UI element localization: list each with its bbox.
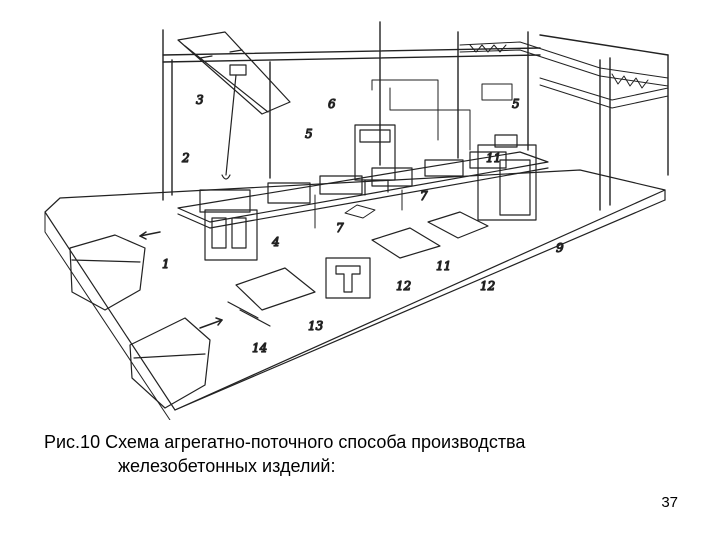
hanger-pipes — [314, 79, 471, 229]
conveyor-line — [177, 151, 549, 229]
callout-5b: 5 — [512, 97, 520, 111]
overhead-crane — [177, 31, 291, 180]
caption-line-2: железобетонных изделий: — [118, 456, 336, 476]
callout-3: 3 — [196, 93, 204, 107]
concrete-placer — [354, 124, 396, 196]
forming-machine — [477, 134, 537, 221]
callout-6: 6 — [328, 97, 336, 111]
roof-trusses — [459, 41, 669, 109]
callout-11: 11 — [436, 259, 451, 273]
callout-13: 13 — [308, 319, 324, 333]
callout-labels: 1 2 3 4 5 5 6 7 7 9 11 11 12 12 13 14 — [161, 92, 564, 355]
transport-carts — [69, 234, 211, 409]
callout-9: 9 — [556, 241, 564, 255]
wash-post — [204, 209, 258, 261]
moulds-lower-line — [227, 211, 489, 327]
caption-line-1: Рис.10 Схема агрегатно-поточного способа… — [44, 432, 526, 452]
production-scheme-drawing: 1 2 3 4 5 5 6 7 7 9 11 11 12 12 13 14 — [44, 21, 669, 420]
callout-5: 5 — [305, 127, 313, 141]
callout-12: 12 — [396, 279, 411, 293]
callout-2: 2 — [181, 151, 190, 165]
floor-slab — [44, 169, 666, 420]
callout-7b: 7 — [420, 189, 428, 203]
flow-arrows — [139, 231, 223, 329]
page-number: 37 — [661, 494, 678, 511]
figure-caption: Рис.10 Схема агрегатно-поточного способа… — [44, 430, 684, 478]
building-frame — [162, 21, 669, 211]
callout-11b: 11 — [486, 151, 501, 165]
callout-1: 1 — [162, 257, 170, 271]
callout-12b: 12 — [480, 279, 495, 293]
callout-4: 4 — [271, 235, 280, 249]
callout-7: 7 — [336, 221, 344, 235]
callout-14: 14 — [252, 341, 267, 355]
